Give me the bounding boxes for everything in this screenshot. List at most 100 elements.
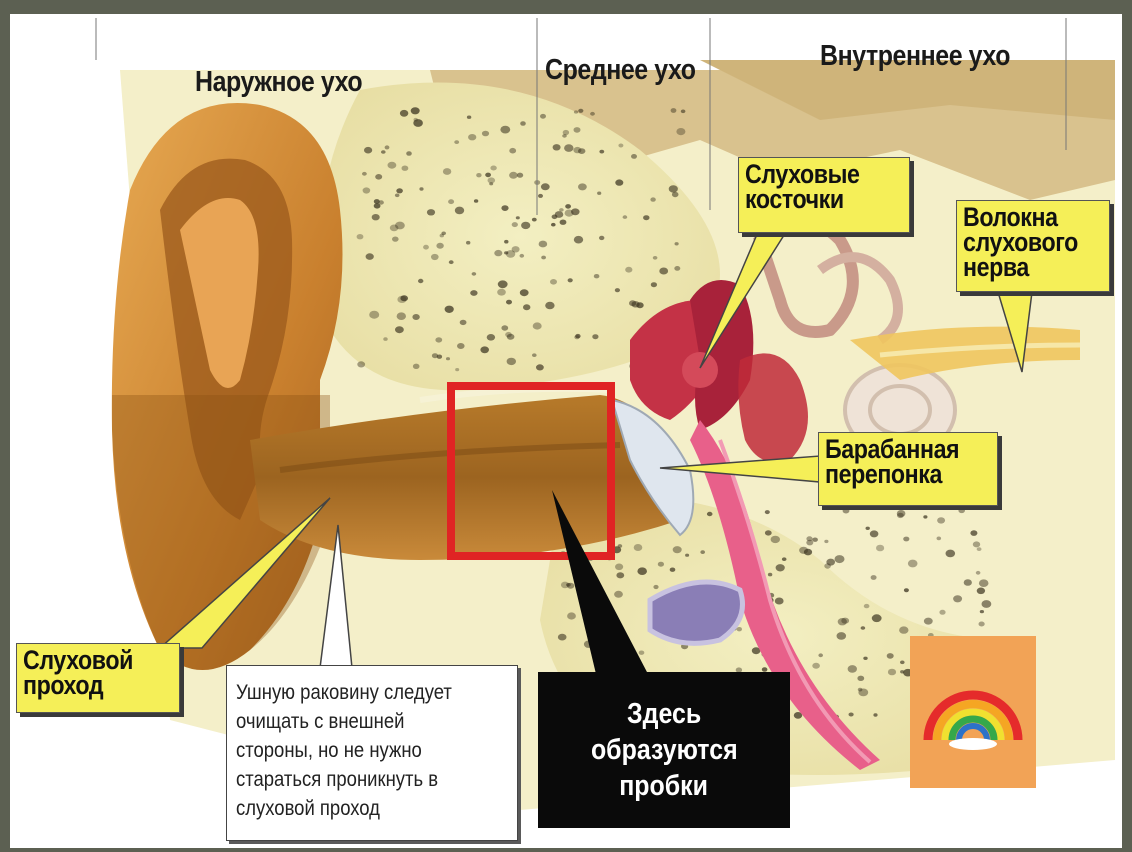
bone-pore <box>887 653 894 659</box>
bone-pore <box>812 663 820 669</box>
bone-pore <box>414 118 418 122</box>
bone-pore <box>866 527 870 530</box>
bone-pore <box>467 116 471 119</box>
bone-pore <box>592 334 598 339</box>
bone-pore <box>597 192 601 195</box>
bone-pore <box>512 246 520 252</box>
bone-pore <box>455 368 459 371</box>
bone-pore <box>923 515 927 518</box>
bone-pore <box>539 241 548 248</box>
bone-pore <box>707 512 713 516</box>
bone-pore <box>615 288 620 292</box>
bone-pore <box>900 670 904 673</box>
bone-pore <box>454 140 459 144</box>
bone-pore <box>558 634 567 641</box>
bone-pore <box>443 168 451 175</box>
note-line-1: Ушную раковину следует <box>236 678 476 707</box>
plug-line-3: пробки <box>620 768 709 804</box>
bone-pore <box>614 591 623 598</box>
bone-pore <box>466 241 470 245</box>
bone-pore <box>550 279 557 285</box>
bone-pore <box>675 242 679 245</box>
note-line-5: слуховой проход <box>236 794 476 823</box>
bone-pore <box>431 254 439 260</box>
bone-pore <box>857 676 864 681</box>
bone-pore <box>812 538 818 542</box>
bone-pore <box>521 222 530 229</box>
bone-pore <box>568 278 573 282</box>
bone-pore <box>573 147 581 153</box>
bone-pore <box>536 364 544 370</box>
bone-pore <box>498 280 508 288</box>
bone-pore <box>843 508 850 514</box>
bone-pore <box>364 147 372 154</box>
bone-pore <box>782 557 787 561</box>
bone-pore <box>670 568 676 572</box>
bone-pore <box>476 173 481 177</box>
bone-pore <box>369 311 379 319</box>
bone-pore <box>574 127 581 133</box>
bone-pore <box>520 254 525 258</box>
bone-pore <box>366 253 374 260</box>
bone-pore <box>574 335 579 339</box>
bone-pore <box>400 110 408 117</box>
bone-pore <box>505 332 512 337</box>
bone-pore <box>590 112 595 116</box>
bone-pore <box>460 320 467 325</box>
bone-pore <box>574 110 578 113</box>
bone-pore <box>509 172 518 179</box>
bone-pore <box>937 537 942 541</box>
bone-pore <box>643 215 649 220</box>
bone-pore <box>517 173 523 178</box>
bone-pore <box>637 567 647 575</box>
bone-pore <box>516 216 520 219</box>
bone-pore <box>392 237 399 242</box>
bone-pore <box>418 279 423 283</box>
plug-line-1: Здесь <box>627 696 701 732</box>
bone-pore <box>625 267 632 273</box>
bone-pore <box>870 530 879 537</box>
bone-pore <box>412 314 419 320</box>
bone-pore <box>540 114 546 119</box>
bone-pore <box>864 604 870 608</box>
bone-pore <box>976 571 981 575</box>
bone-pore <box>504 240 508 244</box>
bone-pore <box>470 290 477 296</box>
bone-pore <box>599 236 604 240</box>
bone-pore <box>776 564 785 571</box>
bone-pore <box>837 632 847 640</box>
bone-pore <box>400 295 408 301</box>
bone-pore <box>488 177 496 183</box>
bone-pore <box>500 126 510 134</box>
bone-pore <box>871 575 877 580</box>
bone-pore <box>618 144 623 148</box>
bone-pore <box>374 203 381 208</box>
bone-pore <box>395 326 404 333</box>
bone-pore <box>946 550 956 558</box>
bone-pore <box>639 651 645 655</box>
rainbow-logo-icon <box>910 636 1036 788</box>
bone-pore <box>826 559 835 566</box>
bone-pore <box>397 312 406 320</box>
bone-pore <box>555 211 564 218</box>
bone-pore <box>841 618 849 624</box>
bone-pore <box>623 215 628 219</box>
bone-pore <box>538 194 543 198</box>
bone-pore <box>564 144 573 152</box>
bone-pore <box>669 185 678 192</box>
bone-pore <box>357 361 365 367</box>
bone-pore <box>504 251 508 254</box>
bone-pore <box>541 256 546 260</box>
bone-pore <box>771 536 780 543</box>
bone-pore <box>980 610 984 613</box>
bone-pore <box>411 107 420 114</box>
bone-pore <box>506 300 512 305</box>
bone-pore <box>876 545 884 552</box>
bone-pore <box>406 151 412 156</box>
bone-pore <box>594 274 600 278</box>
bone-pore <box>480 346 489 353</box>
bone-pore <box>402 166 409 171</box>
bone-pore <box>737 627 742 631</box>
bone-pore <box>768 573 772 577</box>
bone-pore <box>446 357 450 360</box>
